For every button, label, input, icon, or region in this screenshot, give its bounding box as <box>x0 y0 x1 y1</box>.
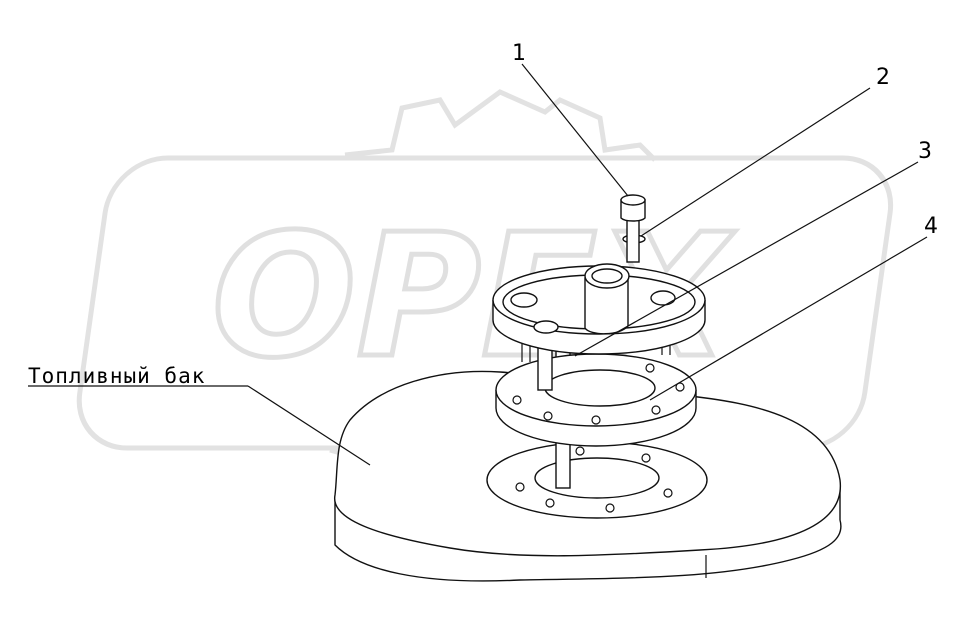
part-1-bolt <box>620 194 646 263</box>
part-4-gasket <box>495 353 697 447</box>
callout-2: 2 <box>876 65 890 90</box>
flange-boss-right <box>650 290 676 306</box>
flange-boss-left <box>510 292 538 308</box>
fuel-tank-label: Топливный бак <box>28 364 205 388</box>
part-3-flange <box>492 263 706 391</box>
callout-3: 3 <box>918 139 932 164</box>
lower-gasket <box>486 441 708 519</box>
bolt-head <box>620 199 646 222</box>
callout-1: 1 <box>512 41 526 66</box>
flange-neck-bore <box>591 268 623 284</box>
flange-boss-front <box>533 320 559 334</box>
callout-4: 4 <box>924 214 938 239</box>
leader-lines <box>28 63 928 466</box>
gasket-hole <box>544 369 656 407</box>
lower-gasket-hole <box>534 457 660 499</box>
bolt-head-top <box>620 194 646 206</box>
